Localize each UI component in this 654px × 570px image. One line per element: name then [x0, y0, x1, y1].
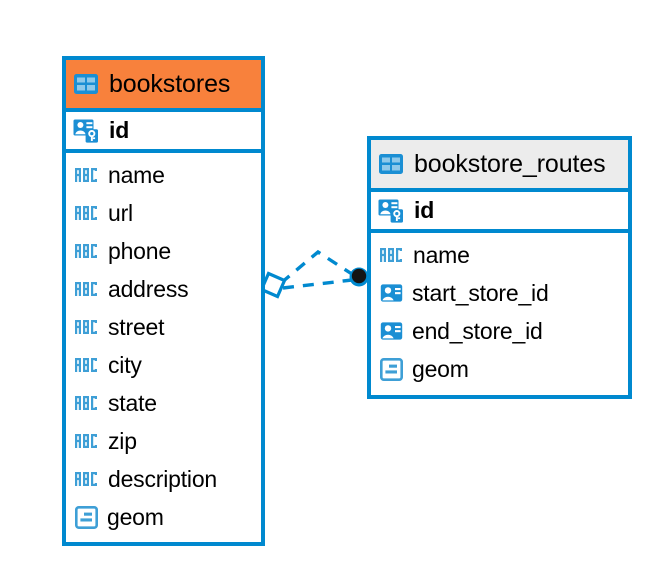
text-type-icon — [75, 396, 99, 410]
field-row-end-store-id[interactable]: end_store_id — [371, 312, 628, 350]
foreign-key-icon — [380, 283, 403, 303]
text-type-icon — [75, 472, 99, 486]
entity-header-bookstores[interactable]: bookstores — [66, 60, 261, 108]
primary-key-icon — [378, 198, 404, 224]
field-label: zip — [108, 427, 137, 454]
field-label: end_store_id — [412, 317, 543, 344]
field-label: start_store_id — [412, 279, 549, 306]
field-row-city[interactable]: city — [66, 346, 261, 384]
field-row-geom[interactable]: geom — [371, 350, 628, 388]
text-type-icon — [75, 320, 99, 334]
field-label: name — [413, 241, 470, 268]
field-row-start-store-id[interactable]: start_store_id — [371, 274, 628, 312]
field-row-zip[interactable]: zip — [66, 422, 261, 460]
primary-key-icon — [73, 118, 99, 144]
field-label: geom — [107, 503, 164, 530]
table-icon — [73, 73, 99, 95]
field-list-bookstores: name url — [66, 153, 261, 539]
field-row-name[interactable]: name — [371, 236, 628, 274]
field-label: id — [109, 117, 130, 143]
field-label: street — [108, 313, 165, 340]
entity-title: bookstore_routes — [414, 149, 606, 178]
entity-bookstores[interactable]: bookstores id — [62, 56, 265, 546]
field-label: address — [108, 275, 189, 302]
field-row-phone[interactable]: phone — [66, 232, 261, 270]
field-label: name — [108, 161, 165, 188]
field-row-geom[interactable]: geom — [66, 498, 261, 536]
text-type-icon — [75, 168, 99, 182]
filled-circle-marker — [349, 267, 369, 287]
field-label: description — [108, 465, 218, 492]
field-row-state[interactable]: state — [66, 384, 261, 422]
text-type-icon — [75, 358, 99, 372]
field-label: phone — [108, 237, 171, 264]
field-row-id[interactable]: id — [66, 108, 261, 153]
field-label: geom — [412, 355, 469, 382]
relationship-line-upper — [279, 249, 356, 285]
field-label: state — [108, 389, 157, 416]
field-row-url[interactable]: url — [66, 194, 261, 232]
field-row-street[interactable]: street — [66, 308, 261, 346]
entity-title: bookstores — [109, 69, 231, 98]
field-label: url — [108, 199, 133, 226]
text-type-icon — [380, 248, 404, 262]
text-type-icon — [75, 206, 99, 220]
relationship-line-lower — [282, 278, 353, 290]
field-row-description[interactable]: description — [66, 460, 261, 498]
foreign-key-icon — [380, 321, 403, 341]
text-type-icon — [75, 434, 99, 448]
field-label: id — [414, 197, 435, 223]
geometry-type-icon — [380, 357, 403, 381]
entity-header-bookstore-routes[interactable]: bookstore_routes — [371, 140, 628, 188]
field-row-address[interactable]: address — [66, 270, 261, 308]
field-list-bookstore-routes: name start_store_id — [371, 233, 628, 391]
entity-bookstore-routes[interactable]: bookstore_routes id — [367, 136, 632, 399]
field-row-name[interactable]: name — [66, 156, 261, 194]
table-icon — [378, 153, 404, 175]
geometry-type-icon — [75, 505, 98, 529]
field-row-id[interactable]: id — [371, 188, 628, 233]
field-label: city — [108, 351, 142, 378]
text-type-icon — [75, 282, 99, 296]
text-type-icon — [75, 244, 99, 258]
